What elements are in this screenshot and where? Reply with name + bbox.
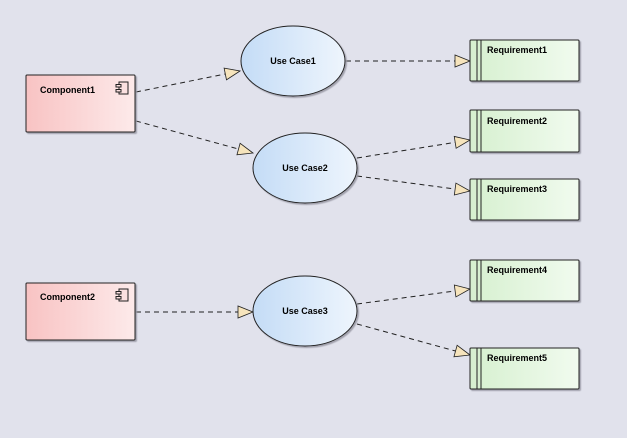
use-case-3[interactable] — [252, 275, 358, 347]
arrowhead-icon — [454, 54, 472, 68]
requirement-5[interactable] — [469, 347, 580, 390]
component-icon — [115, 81, 129, 95]
use-case-label: Use Case1 — [270, 56, 316, 66]
use-case-label: Use Case3 — [282, 306, 328, 316]
connector-line[interactable] — [356, 323, 456, 352]
requirement-4[interactable] — [469, 259, 580, 302]
use-case-1[interactable] — [240, 25, 346, 97]
connector-line[interactable] — [135, 73, 226, 93]
requirement-1[interactable] — [469, 39, 580, 82]
arrowhead-icon — [453, 344, 472, 358]
requirement-label: Requirement1 — [487, 45, 547, 55]
arrowhead-icon — [237, 305, 255, 319]
requirement-label: Requirement5 — [487, 353, 547, 363]
use-case-label: Use Case2 — [282, 163, 328, 173]
arrowhead-icon — [453, 135, 472, 149]
component-1[interactable] — [25, 74, 136, 133]
connector-line[interactable] — [135, 120, 239, 150]
arrowhead-icon — [453, 182, 472, 196]
use-case-2[interactable] — [252, 132, 358, 204]
arrowhead-icon — [453, 284, 472, 298]
connector-line[interactable] — [356, 141, 456, 159]
connectors-layer — [135, 54, 472, 358]
arrowhead-icon — [236, 142, 255, 156]
requirement-label: Requirement4 — [487, 265, 547, 275]
component-label: Component2 — [40, 292, 95, 302]
connector-line[interactable] — [356, 290, 456, 305]
component-label: Component1 — [40, 85, 95, 95]
requirement-2[interactable] — [469, 109, 580, 153]
requirement-3[interactable] — [469, 178, 580, 221]
connector-line[interactable] — [356, 175, 456, 190]
requirement-label: Requirement3 — [487, 184, 547, 194]
component-icon — [115, 288, 129, 302]
requirement-label: Requirement2 — [487, 116, 547, 126]
component-2[interactable] — [25, 282, 136, 341]
arrowhead-icon — [223, 67, 242, 81]
